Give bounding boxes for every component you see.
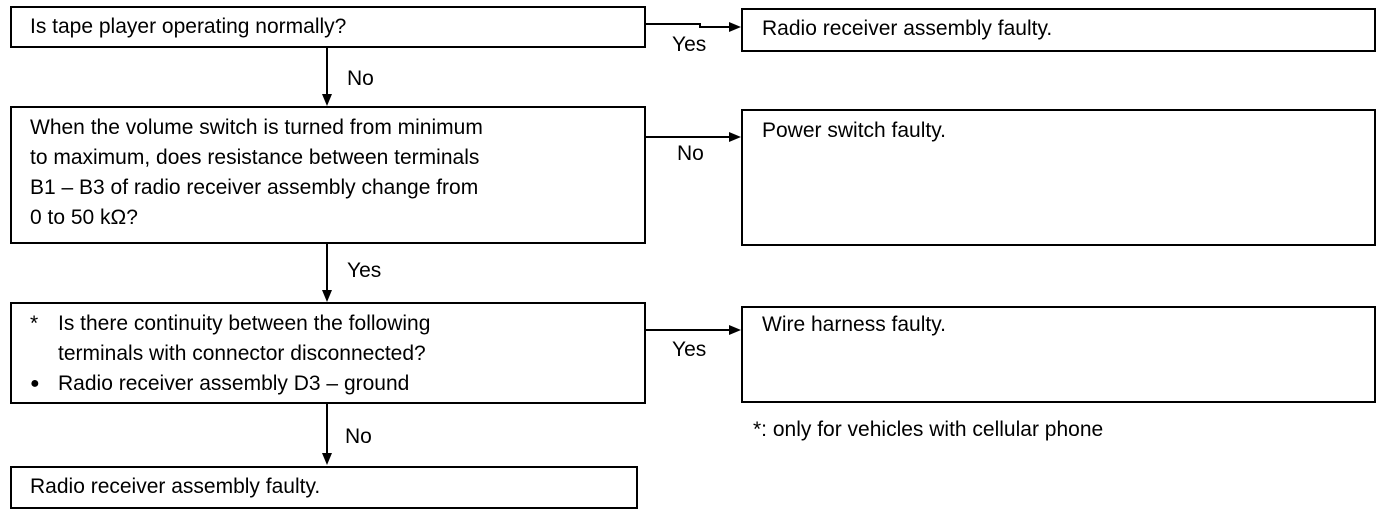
question-line-1: When the volume switch is turned from mi… — [30, 116, 483, 139]
arrowhead-q2-yes — [322, 290, 332, 302]
question-line-3: Radio receiver assembly D3 – ground — [58, 372, 410, 395]
arrowhead-q2-no — [729, 132, 741, 142]
arrowhead-q3-no — [322, 453, 332, 465]
question-text-tape-player: Is tape player operating normally? — [30, 15, 347, 38]
label-q2-no: No — [677, 142, 704, 165]
question-line-2: terminals with connector disconnected? — [58, 342, 426, 365]
result-text-q2-no: Power switch faulty. — [762, 119, 947, 142]
label-q2-yes: Yes — [347, 259, 382, 282]
result-box-q2-no — [741, 109, 1376, 246]
result-box-q3-no — [10, 466, 638, 509]
question-box-volume-resistance — [10, 106, 646, 244]
result-text-q3-no: Radio receiver assembly faulty. — [30, 475, 321, 498]
bullet-icon: ● — [30, 375, 40, 392]
result-text-q1-yes: Radio receiver assembly faulty. — [762, 17, 1053, 40]
result-text-q3-yes: Wire harness faulty. — [762, 313, 947, 336]
label-q3-yes: Yes — [672, 338, 707, 361]
question-box-continuity — [10, 302, 646, 404]
result-box-q3-yes — [741, 306, 1376, 403]
connector-q1-yes — [646, 23, 731, 28]
question-line-2: to maximum, does resistance between term… — [30, 146, 480, 169]
label-q1-yes: Yes — [672, 33, 707, 56]
arrowhead-q1-no — [322, 94, 332, 106]
label-q1-no: No — [347, 67, 374, 90]
asterisk-marker: * — [30, 312, 39, 335]
question-line-1: Is there continuity between the followin… — [58, 312, 431, 335]
footnote: *: only for vehicles with cellular phone — [753, 418, 1104, 441]
arrowhead-q1-yes — [729, 22, 741, 32]
question-box-tape-player — [10, 6, 646, 48]
question-line-4: 0 to 50 kΩ? — [30, 206, 138, 229]
question-line-3: B1 – B3 of radio receiver assembly chang… — [30, 176, 479, 199]
label-q3-no: No — [345, 425, 372, 448]
result-box-q1-yes — [741, 8, 1376, 52]
arrowhead-q3-yes — [729, 325, 741, 335]
